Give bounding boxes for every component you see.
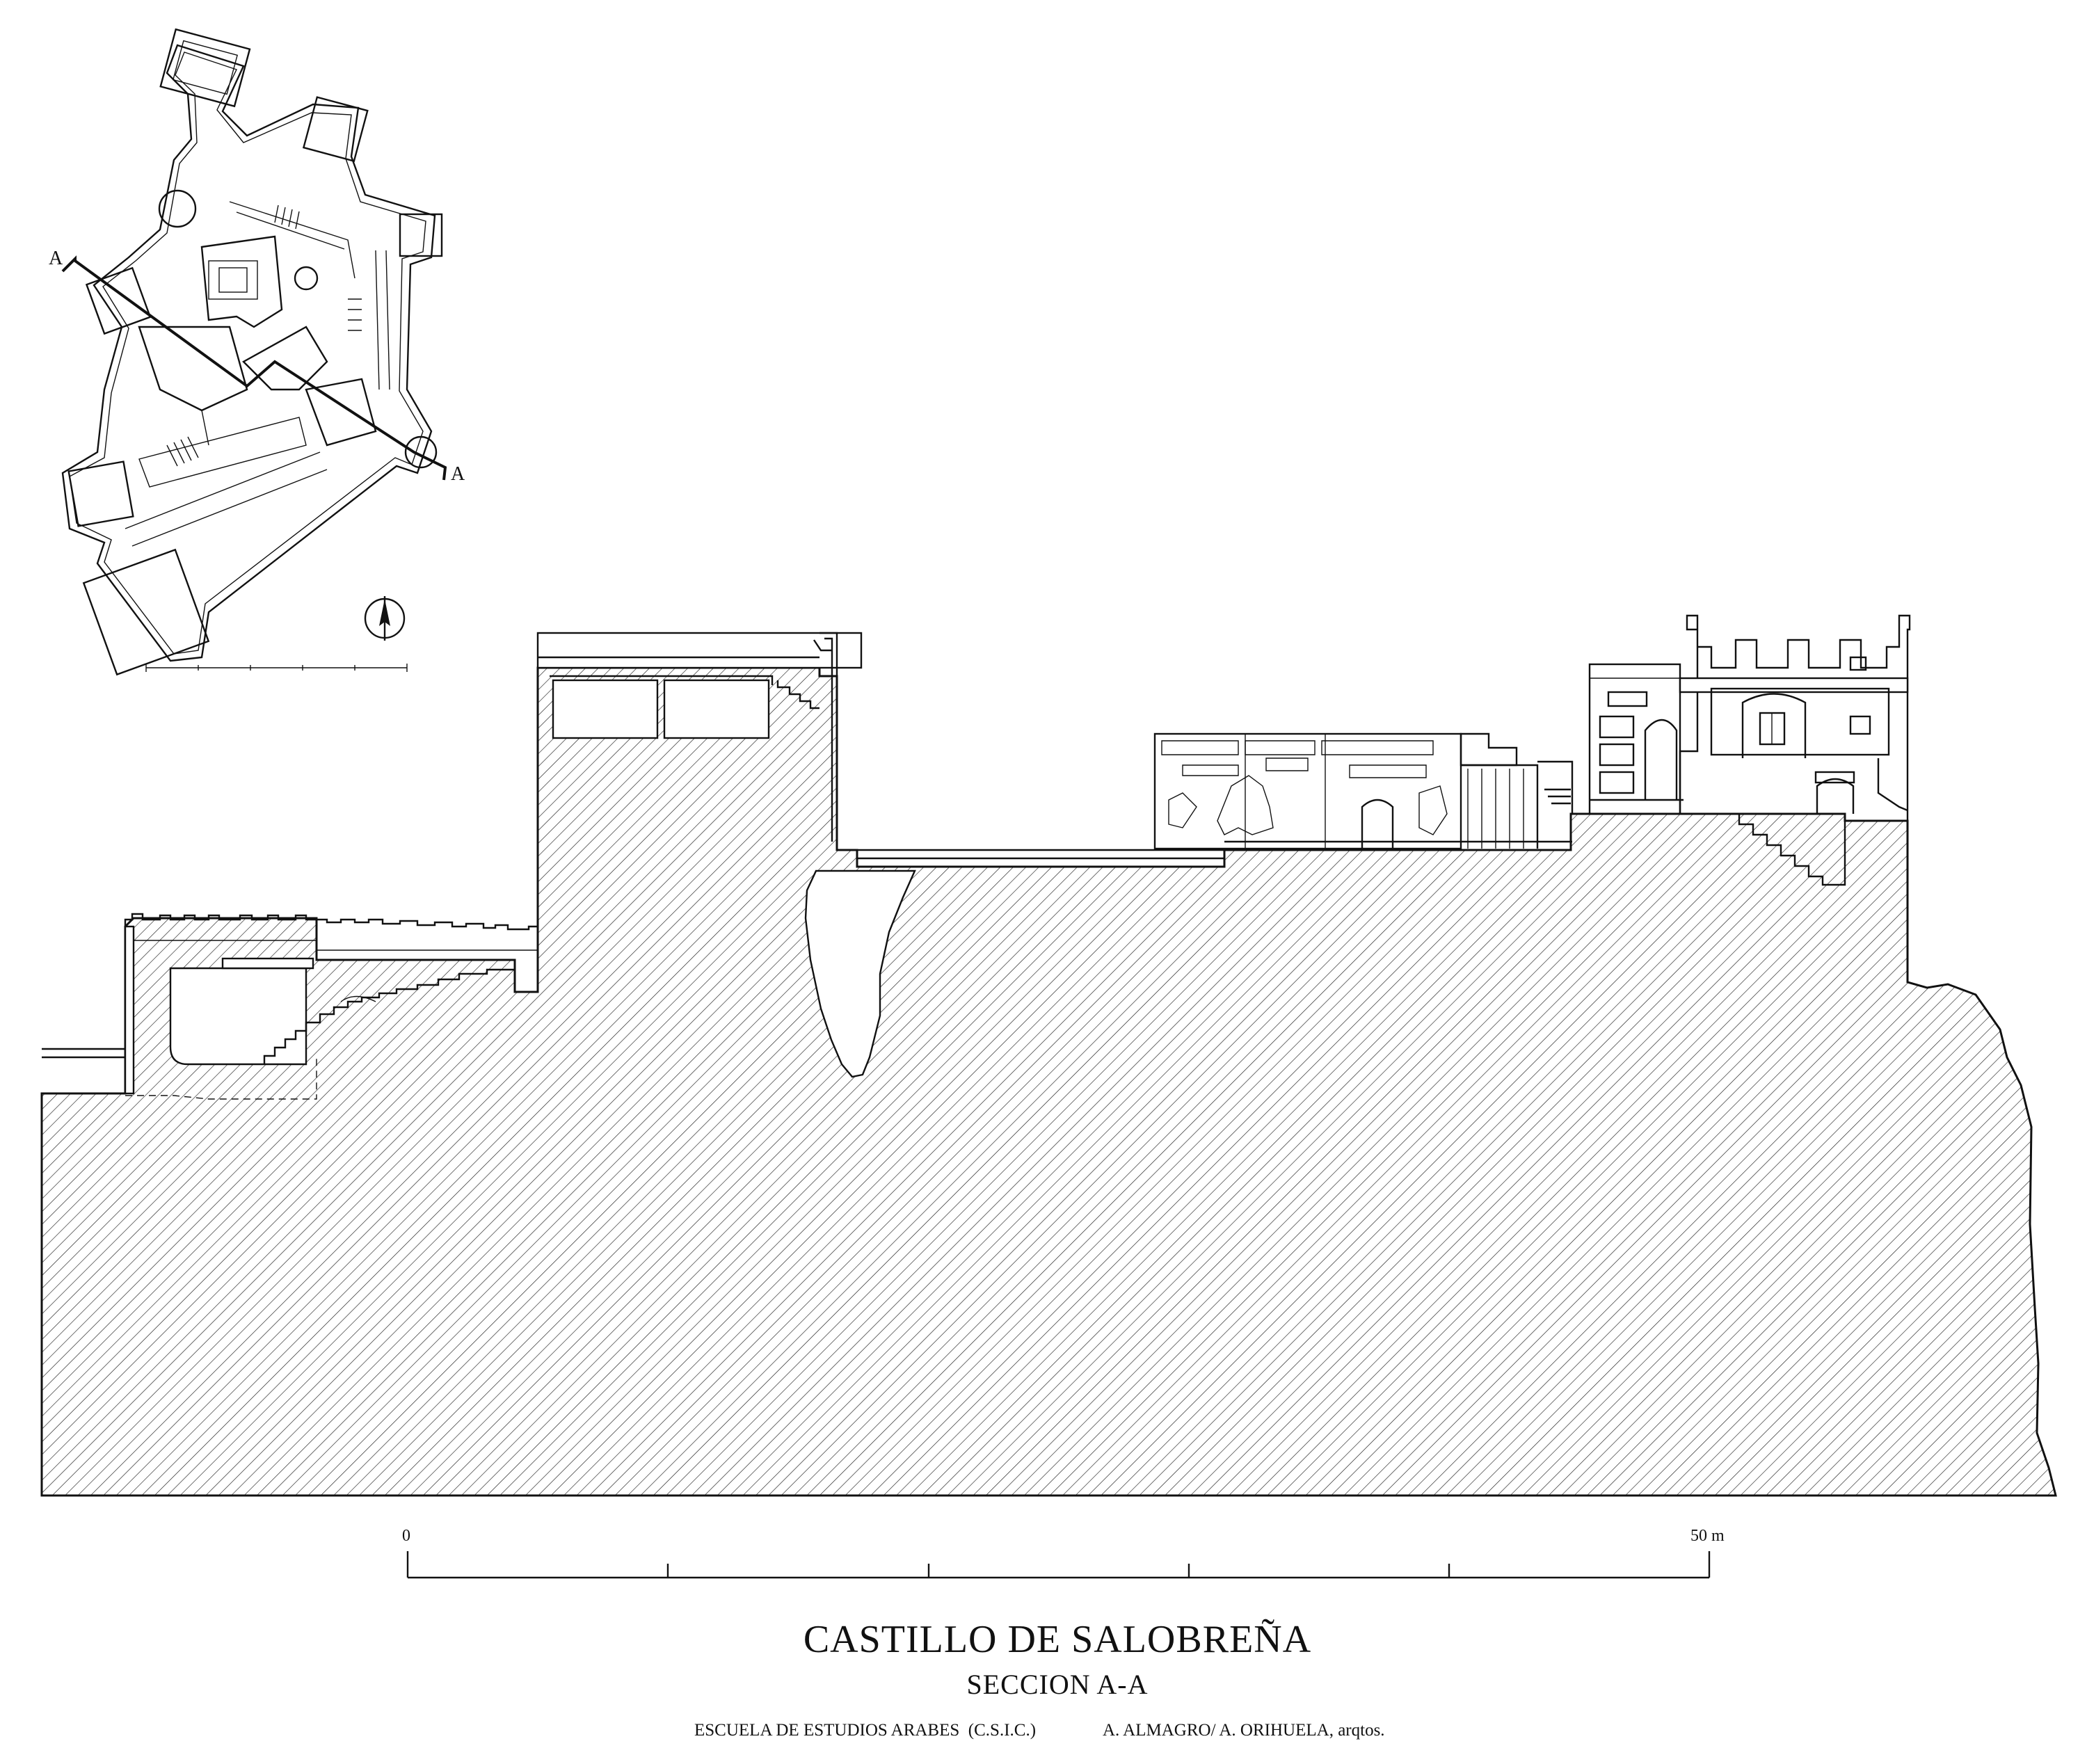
middle-ruins xyxy=(1153,732,1574,850)
key-plan-inner-wall xyxy=(69,51,426,655)
rock-mass xyxy=(40,666,2057,1497)
key-plan-tower-southwest xyxy=(67,460,134,527)
key-plan-scale-bar xyxy=(145,664,408,672)
left-stair xyxy=(263,968,515,1064)
scale-bar-start-label: 0 xyxy=(402,1527,410,1545)
key-plan-tower-south xyxy=(82,548,210,676)
left-battlements xyxy=(124,913,538,951)
section-marker-end: A xyxy=(451,463,465,485)
credits-institution: ESCUELA DE ESTUDIOS ARABES (C.S.I.C.) xyxy=(694,1721,1036,1740)
drawing-subtitle: SECCION A-A xyxy=(966,1669,1148,1700)
key-plan-round-tower xyxy=(158,189,197,228)
central-terrace xyxy=(857,849,1224,860)
north-arrow-icon xyxy=(364,596,406,641)
key-plan-tower-north xyxy=(159,28,251,108)
title-block: CASTILLO DE SALOBREÑA SECCION A-A ESCUEL… xyxy=(694,1618,1385,1740)
key-plan-tower-east xyxy=(399,213,443,257)
key-plan-round-tower-east xyxy=(404,435,438,469)
left-vaulted-chamber xyxy=(169,967,307,1066)
key-plan-outline xyxy=(61,44,436,662)
right-tower xyxy=(1679,614,1911,886)
key-plan: A A xyxy=(49,28,465,676)
gate-building xyxy=(1588,663,1684,815)
key-plan-tower-west xyxy=(85,266,152,335)
outer-walkway xyxy=(42,1048,125,1059)
central-keep xyxy=(536,632,863,850)
section-marker-start: A xyxy=(49,248,63,269)
drawing-title: CASTILLO DE SALOBREÑA xyxy=(803,1618,1311,1661)
key-plan-section-line xyxy=(61,255,447,481)
cave-void xyxy=(804,869,916,1078)
key-plan-tower-northeast xyxy=(302,96,369,163)
credits-authors: A. ALMAGRO/ A. ORIHUELA, arqtos. xyxy=(1103,1721,1385,1740)
scale-bar-end-label: 50 m xyxy=(1690,1527,1725,1545)
section-a-a xyxy=(40,614,2057,1497)
scale-bar: 0 50 m xyxy=(402,1527,1725,1579)
key-plan-keep xyxy=(200,235,283,328)
